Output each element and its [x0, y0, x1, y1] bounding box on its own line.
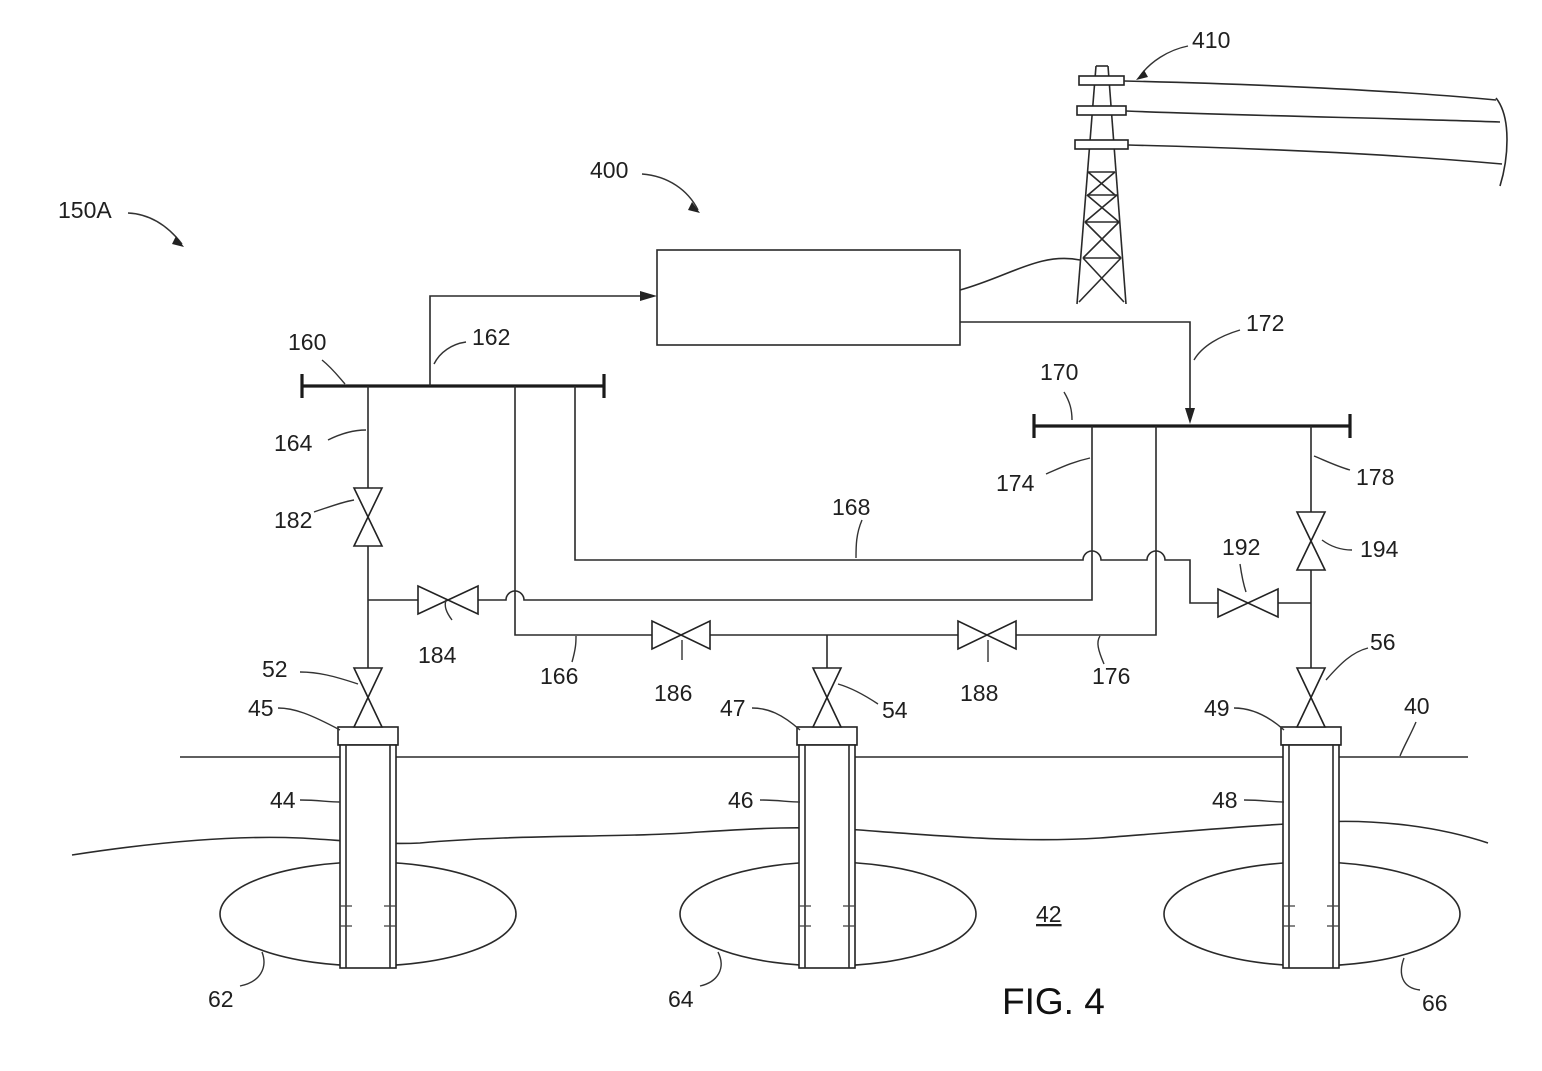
label-160: 160 [288, 329, 326, 355]
label-188: 188 [960, 680, 998, 706]
label-178: 178 [1356, 464, 1394, 490]
well-44 [338, 727, 398, 968]
valve-194 [1297, 512, 1325, 570]
figure-caption: FIG. 4 [1002, 981, 1105, 1022]
formation-boundary [72, 821, 1488, 855]
label-400: 400 [590, 157, 628, 183]
label-164: 164 [274, 430, 313, 456]
label-166: 166 [540, 663, 578, 689]
well-46 [797, 727, 857, 968]
line-168 [575, 386, 1311, 603]
label-64: 64 [668, 986, 694, 1012]
label-56: 56 [1370, 629, 1396, 655]
label-40: 40 [1404, 693, 1430, 719]
label-49: 49 [1204, 695, 1230, 721]
label-194: 194 [1360, 536, 1399, 562]
leader-lines [128, 46, 1420, 990]
label-47: 47 [720, 695, 746, 721]
label-150A: 150A [58, 197, 112, 223]
valve-188 [958, 621, 1016, 649]
label-48: 48 [1212, 787, 1238, 813]
valve-52 [354, 668, 382, 727]
label-44: 44 [270, 787, 296, 813]
label-62: 62 [208, 986, 234, 1012]
label-46: 46 [728, 787, 754, 813]
label-168: 168 [832, 494, 870, 520]
power-cable [960, 258, 1080, 290]
label-184: 184 [418, 642, 457, 668]
label-176: 176 [1092, 663, 1130, 689]
arrow-to-header-170 [1185, 408, 1195, 424]
label-54: 54 [882, 697, 908, 723]
label-66: 66 [1422, 990, 1448, 1016]
line-184 [368, 426, 1092, 600]
label-192: 192 [1222, 534, 1260, 560]
power-tower-410 [1075, 66, 1128, 304]
arrow-to-unit-400 [640, 291, 657, 301]
label-42: 42 [1036, 901, 1062, 927]
label-186: 186 [654, 680, 692, 706]
valve-56 [1297, 668, 1325, 727]
valve-186 [652, 621, 710, 649]
valve-192 [1218, 589, 1278, 617]
valve-184 [418, 586, 478, 614]
label-45: 45 [248, 695, 274, 721]
valve-182 [354, 488, 382, 546]
label-172: 172 [1246, 310, 1284, 336]
label-170: 170 [1040, 359, 1078, 385]
well-48 [1281, 727, 1341, 968]
control-unit-400 [657, 250, 960, 345]
label-162: 162 [472, 324, 510, 350]
label-174: 174 [996, 470, 1035, 496]
label-410: 410 [1192, 27, 1230, 53]
label-52: 52 [262, 656, 288, 682]
label-182: 182 [274, 507, 312, 533]
valve-54 [813, 668, 841, 727]
power-lines [1124, 81, 1507, 186]
line-162 [430, 296, 646, 386]
